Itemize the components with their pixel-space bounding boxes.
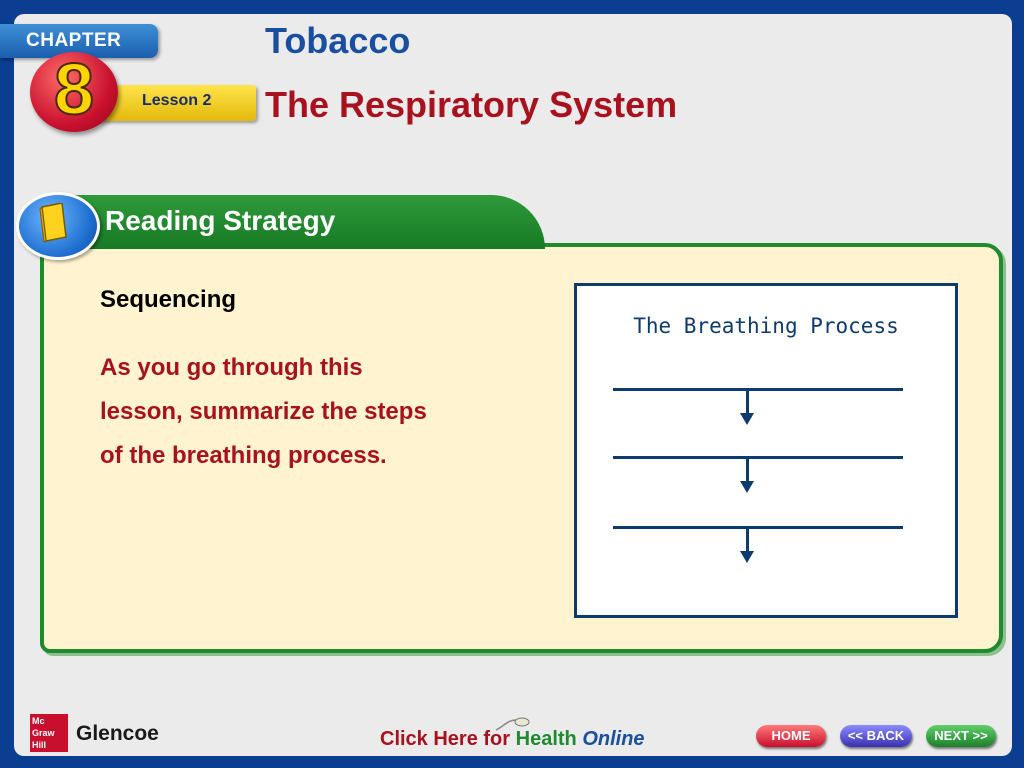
health-online-link[interactable]: Click Here for Health Online — [380, 728, 645, 751]
step-arrow — [746, 459, 749, 483]
mouse-icon — [495, 717, 530, 731]
health-text: Health — [515, 728, 577, 750]
step-arrow — [746, 529, 749, 553]
lesson-tab: Lesson 2 — [98, 85, 256, 121]
step-line — [613, 388, 903, 391]
next-button[interactable]: NEXT >> — [926, 725, 996, 747]
page-subtitle: The Respiratory System — [265, 84, 678, 125]
chapter-number: 8 — [53, 49, 95, 131]
arrow-down-icon — [740, 551, 754, 563]
chapter-label: CHAPTER — [26, 30, 122, 51]
arrow-down-icon — [740, 481, 754, 493]
book-icon — [39, 203, 67, 243]
click-here-text: Click Here for — [380, 728, 511, 750]
chapter-tab: CHAPTER — [0, 24, 158, 58]
breathing-process-diagram: The Breathing Process — [574, 283, 958, 618]
section-tab — [40, 195, 545, 249]
diagram-title: The Breathing Process — [633, 314, 899, 338]
instruction-text: As you go through this lesson, summarize… — [100, 354, 427, 469]
lesson-label: Lesson 2 — [142, 92, 212, 109]
brand-name: Glencoe — [76, 722, 159, 745]
home-button[interactable]: HOME — [756, 725, 826, 747]
step-arrow — [746, 391, 749, 415]
step-line — [613, 526, 903, 529]
arrow-down-icon — [740, 413, 754, 425]
online-text: Online — [582, 728, 645, 750]
chapter-number-badge: 8 — [30, 49, 118, 132]
page-title: Tobacco — [265, 20, 411, 61]
step-line — [613, 456, 903, 459]
section-tab-label: Reading Strategy — [105, 205, 336, 236]
back-button[interactable]: << BACK — [840, 725, 912, 747]
content-heading: Sequencing — [100, 286, 237, 313]
